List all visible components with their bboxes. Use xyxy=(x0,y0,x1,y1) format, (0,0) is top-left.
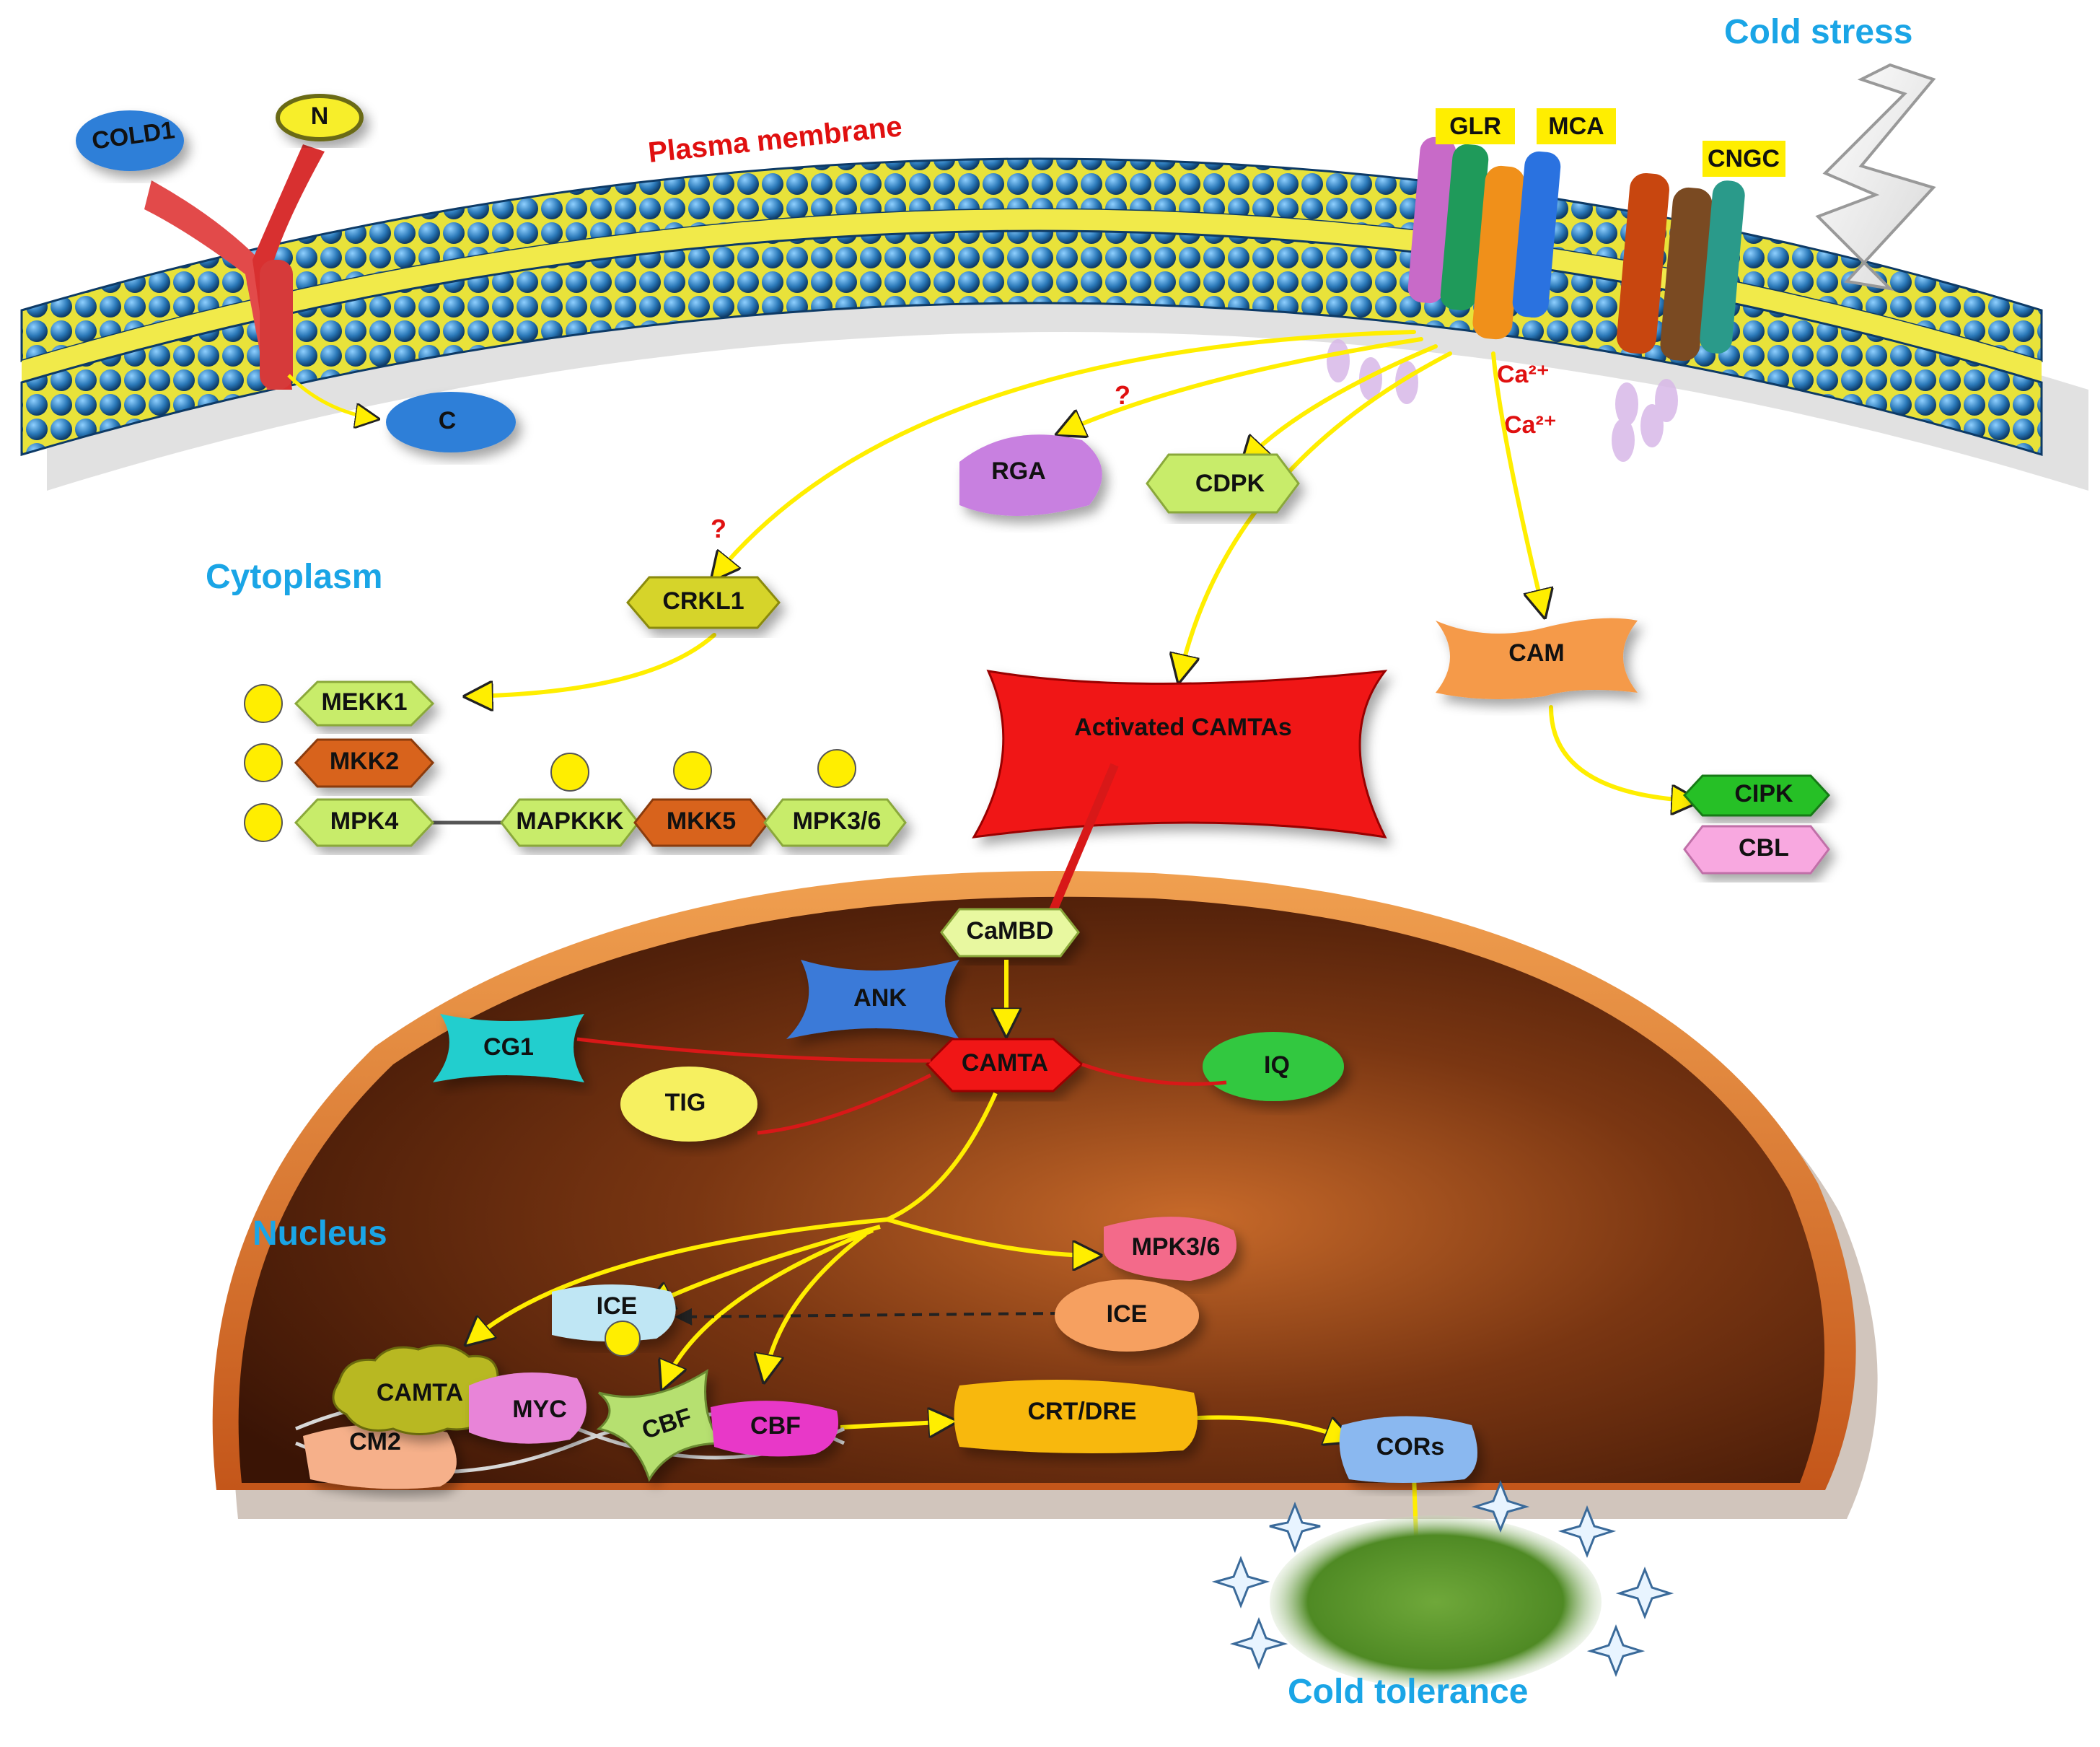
ca-ion-label-2: Ca²⁺ xyxy=(1504,411,1557,439)
cambd-node xyxy=(940,908,1080,958)
arrow-to-cbf2 xyxy=(765,1232,867,1378)
crkl1-node xyxy=(626,576,781,629)
cdpk-node xyxy=(1146,453,1300,514)
crkl1-label: CRKL1 xyxy=(662,587,744,615)
myc-label: MYC xyxy=(512,1396,567,1423)
ice2-label: ICE xyxy=(1107,1300,1148,1328)
tig-node xyxy=(620,1067,757,1142)
cors-node xyxy=(1339,1416,1477,1483)
activated-camtas-node xyxy=(972,670,1388,839)
arrow-to-cam xyxy=(1491,351,1544,613)
mekk1-node xyxy=(294,680,435,727)
cbf1-node xyxy=(596,1368,724,1482)
iq-label: IQ xyxy=(1264,1051,1290,1079)
camta-node xyxy=(925,1038,1084,1093)
cbf2-node xyxy=(711,1401,838,1457)
arrow-to-mpk36-nuc xyxy=(887,1217,1097,1256)
mapkkk-label: MAPKKK xyxy=(516,807,624,835)
arrow-to-camta2 xyxy=(469,1217,888,1342)
mkk5-label: MKK5 xyxy=(667,807,736,835)
cipk-label: CIPK xyxy=(1734,780,1793,807)
nucleus-label: Nucleus xyxy=(252,1214,387,1253)
plasma-membrane-label: Plasma membrane xyxy=(646,110,903,169)
cg1-label: CG1 xyxy=(483,1033,534,1061)
cngc-label: CNGC xyxy=(1708,145,1780,172)
ice-phosphorylation-dashed-arrow xyxy=(675,1308,1061,1326)
mpk36-nuc-label: MPK3/6 xyxy=(1132,1233,1221,1261)
camta-domain-links xyxy=(576,1037,1227,1135)
n-terminal-node xyxy=(276,94,364,141)
camtas-to-cambd-link xyxy=(1042,763,1119,929)
arrow-to-cipk xyxy=(1549,705,1695,801)
cold-stress-label: Cold stress xyxy=(1724,13,1912,51)
cold-tolerance-label: Cold tolerance xyxy=(1288,1673,1528,1711)
cold-bolt-icon xyxy=(1815,63,1936,291)
arrow-to-crkl1 xyxy=(714,330,1416,577)
glr-label: GLR xyxy=(1449,113,1501,140)
c-terminal-label: C xyxy=(439,407,457,434)
mpk36-cyto-label: MPK3/6 xyxy=(793,807,882,835)
camta2-label: CAMTA xyxy=(377,1379,463,1406)
cold1-node xyxy=(76,110,184,171)
mca-label: MCA xyxy=(1548,113,1604,140)
cbl-label: CBL xyxy=(1739,834,1789,862)
cdpk-label: CDPK xyxy=(1195,470,1265,497)
cm2-node xyxy=(303,1424,457,1489)
rga-node xyxy=(959,434,1102,516)
iq-node xyxy=(1203,1032,1344,1101)
mpk36-nuc-node xyxy=(1104,1217,1236,1281)
activated-camtas-label: Activated CAMTAs xyxy=(1074,714,1292,741)
cbf2-label: CBF xyxy=(750,1412,801,1440)
mapkkk-node xyxy=(500,798,640,847)
camta-label: CAMTA xyxy=(962,1049,1048,1077)
rga-label: RGA xyxy=(991,457,1046,485)
ca-ion-label-1: Ca²⁺ xyxy=(1497,361,1550,388)
mpk4-label: MPK4 xyxy=(330,807,399,835)
calcium-ions xyxy=(1327,339,1678,462)
myc-node xyxy=(469,1372,586,1444)
arrow-to-cbf1 xyxy=(664,1228,874,1385)
arrow-to-rga xyxy=(1060,337,1423,433)
tig-label: TIG xyxy=(665,1089,706,1116)
cambd-label: CaMBD xyxy=(967,917,1054,945)
cm2-label: CM2 xyxy=(349,1428,401,1455)
mpk36-cyto-node xyxy=(763,798,907,847)
cold1-receptor xyxy=(144,144,325,390)
ank-label: ANK xyxy=(853,984,907,1012)
ion-channels xyxy=(1407,108,1785,362)
question-mark-2: ? xyxy=(711,514,726,543)
ice2-node xyxy=(1055,1279,1199,1352)
crtdre-label: CRT/DRE xyxy=(1027,1398,1136,1425)
ice-label: ICE xyxy=(597,1292,638,1320)
mekk1-label: MEKK1 xyxy=(321,688,407,716)
mkk5-node xyxy=(633,798,770,847)
cam-label: CAM xyxy=(1508,639,1564,667)
mkk2-label: MKK2 xyxy=(330,748,399,775)
cg1-node xyxy=(433,1014,584,1082)
arrow-to-cdpk xyxy=(1244,344,1438,462)
mkk2-node xyxy=(294,738,435,788)
c-terminal-node xyxy=(386,392,516,452)
ice-phosphate xyxy=(605,1321,641,1357)
arrow-to-mekk1 xyxy=(469,633,716,696)
ank-node xyxy=(786,960,959,1039)
cbl-node xyxy=(1683,825,1830,875)
cors-label: CORs xyxy=(1376,1433,1444,1461)
camta-trunk-arrow xyxy=(886,1092,998,1222)
crtdre-node xyxy=(954,1380,1198,1453)
ice-node xyxy=(552,1284,676,1341)
crtdre-to-cors-arrow xyxy=(1197,1415,1349,1440)
cipk-node xyxy=(1682,774,1831,817)
question-mark-1: ? xyxy=(1115,380,1130,410)
cbf-to-crtdre-arrow xyxy=(840,1422,952,1427)
tea-plantation-image xyxy=(1270,1515,1602,1689)
n-terminal-label: N xyxy=(311,102,329,130)
mpk4-node xyxy=(294,798,435,847)
frost-star-icons xyxy=(1211,1479,1674,1678)
cam-node xyxy=(1436,618,1638,699)
cold1-to-c-arrow xyxy=(287,374,375,419)
cytoplasm-label: Cytoplasm xyxy=(206,558,382,596)
